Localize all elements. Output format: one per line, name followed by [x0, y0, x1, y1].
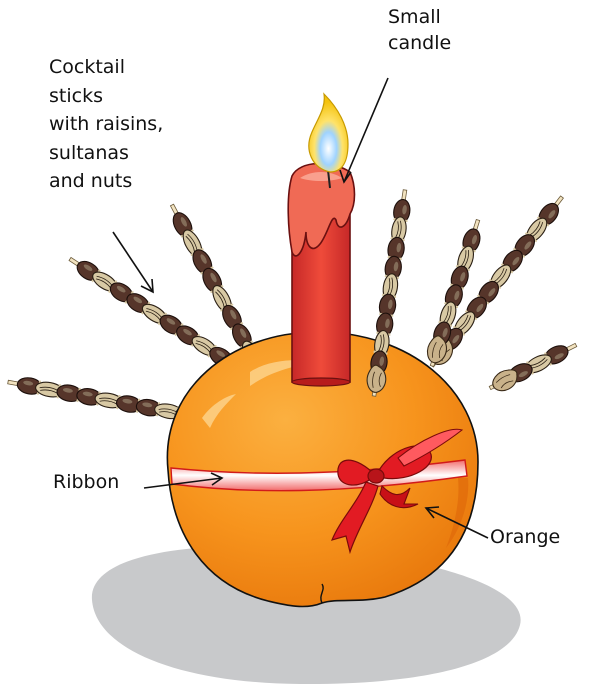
- label-sticks-line-1: Cocktail: [49, 53, 163, 82]
- label-sticks-line-2: sticks: [49, 82, 163, 111]
- label-sticks-line-4: sultanas: [49, 139, 163, 168]
- label-orange: Orange: [490, 524, 560, 550]
- candle: [288, 94, 354, 386]
- cocktail-stick: [486, 337, 580, 397]
- candle-flame: [309, 94, 348, 172]
- label-small-candle-line-1: Small: [388, 4, 451, 30]
- label-sticks-line-5: and nuts: [49, 167, 163, 196]
- label-cocktail-sticks: Cocktail sticks with raisins, sultanas a…: [49, 53, 163, 196]
- label-sticks-line-3: with raisins,: [49, 110, 163, 139]
- label-small-candle: Small candle: [388, 4, 451, 56]
- label-small-candle-line-2: candle: [388, 30, 451, 56]
- label-ribbon: Ribbon: [53, 469, 119, 495]
- candle-pointer: [340, 78, 388, 182]
